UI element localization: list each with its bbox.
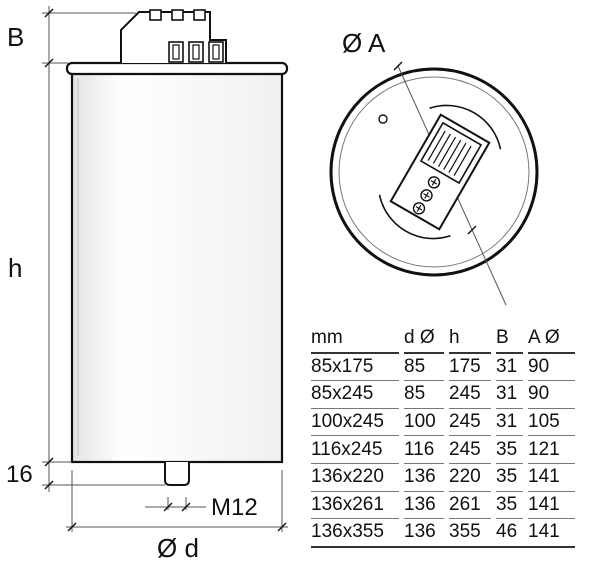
top-view-vent-hole bbox=[378, 114, 388, 124]
cell-A: 141 bbox=[528, 463, 575, 492]
cell-B: 35 bbox=[496, 491, 523, 520]
cell-h: 245 bbox=[449, 408, 491, 437]
capacitor-lid bbox=[65, 61, 289, 76]
cell-d: 136 bbox=[404, 518, 444, 548]
cell-mm: 85x245 bbox=[311, 380, 399, 409]
table-row: 116x245 116 245 35 121 bbox=[311, 435, 575, 464]
cell-B: 31 bbox=[496, 380, 523, 409]
table-row: 136x355 136 355 46 141 bbox=[311, 518, 575, 548]
cell-mm: 136x220 bbox=[311, 463, 399, 492]
cell-mm: 136x355 bbox=[311, 518, 399, 548]
header-A: A Ø bbox=[528, 325, 575, 354]
cell-d: 136 bbox=[404, 463, 444, 492]
cell-d: 116 bbox=[404, 435, 444, 464]
label-B: B bbox=[7, 22, 24, 52]
cell-A: 141 bbox=[528, 518, 575, 548]
table-row: 85x245 85 245 31 90 bbox=[311, 380, 575, 409]
cell-A: 90 bbox=[528, 380, 575, 409]
table-header-row: mm d Ø h B A Ø bbox=[311, 325, 575, 354]
dimension-ticks bbox=[44, 8, 287, 532]
cell-d: 136 bbox=[404, 491, 444, 520]
cell-mm: 100x245 bbox=[311, 408, 399, 437]
cell-h: 355 bbox=[449, 518, 491, 548]
cell-h: 245 bbox=[449, 435, 491, 464]
table-row: 100x245 100 245 31 105 bbox=[311, 408, 575, 437]
label-h: h bbox=[8, 253, 22, 283]
top-view-inner-circle bbox=[338, 76, 530, 268]
label-diameter-d: Ø d bbox=[157, 533, 199, 563]
terminal-block bbox=[378, 104, 502, 240]
cell-d: 100 bbox=[404, 408, 444, 437]
cell-mm: 116x245 bbox=[311, 435, 399, 464]
cell-B: 46 bbox=[496, 518, 523, 548]
dimension-lines bbox=[42, 6, 288, 532]
header-d: d Ø bbox=[404, 325, 444, 354]
cell-B: 31 bbox=[496, 408, 523, 437]
label-thread: M12 bbox=[211, 494, 258, 521]
label-16: 16 bbox=[6, 461, 33, 488]
cell-B: 35 bbox=[496, 435, 523, 464]
table-row: 85x175 85 175 31 90 bbox=[311, 352, 575, 382]
cell-A: 105 bbox=[528, 408, 575, 437]
cell-A: 141 bbox=[528, 491, 575, 520]
cell-B: 35 bbox=[496, 463, 523, 492]
side-view bbox=[65, 9, 289, 486]
cell-A: 90 bbox=[528, 352, 575, 382]
capacitor-body bbox=[70, 70, 284, 464]
dimension-table: mm d Ø h B A Ø 85x175 85 175 31 90 85x24… bbox=[311, 325, 575, 548]
cell-h: 220 bbox=[449, 463, 491, 492]
cell-d: 85 bbox=[404, 380, 444, 409]
table-row: 136x261 136 261 35 141 bbox=[311, 491, 575, 520]
header-mm: mm bbox=[311, 325, 399, 354]
table-row: 136x220 136 220 35 141 bbox=[311, 463, 575, 492]
cell-d: 85 bbox=[404, 352, 444, 382]
label-diameter-A: Ø A bbox=[342, 28, 386, 58]
mounting-stud bbox=[164, 462, 190, 486]
cell-h: 261 bbox=[449, 491, 491, 520]
cell-B: 31 bbox=[496, 352, 523, 382]
cell-h: 245 bbox=[449, 380, 491, 409]
header-B: B bbox=[496, 325, 523, 354]
header-h: h bbox=[449, 325, 491, 354]
cell-A: 121 bbox=[528, 435, 575, 464]
cell-mm: 136x261 bbox=[311, 491, 399, 520]
cell-h: 175 bbox=[449, 352, 491, 382]
top-view bbox=[329, 61, 539, 306]
cell-mm: 85x175 bbox=[311, 352, 399, 382]
